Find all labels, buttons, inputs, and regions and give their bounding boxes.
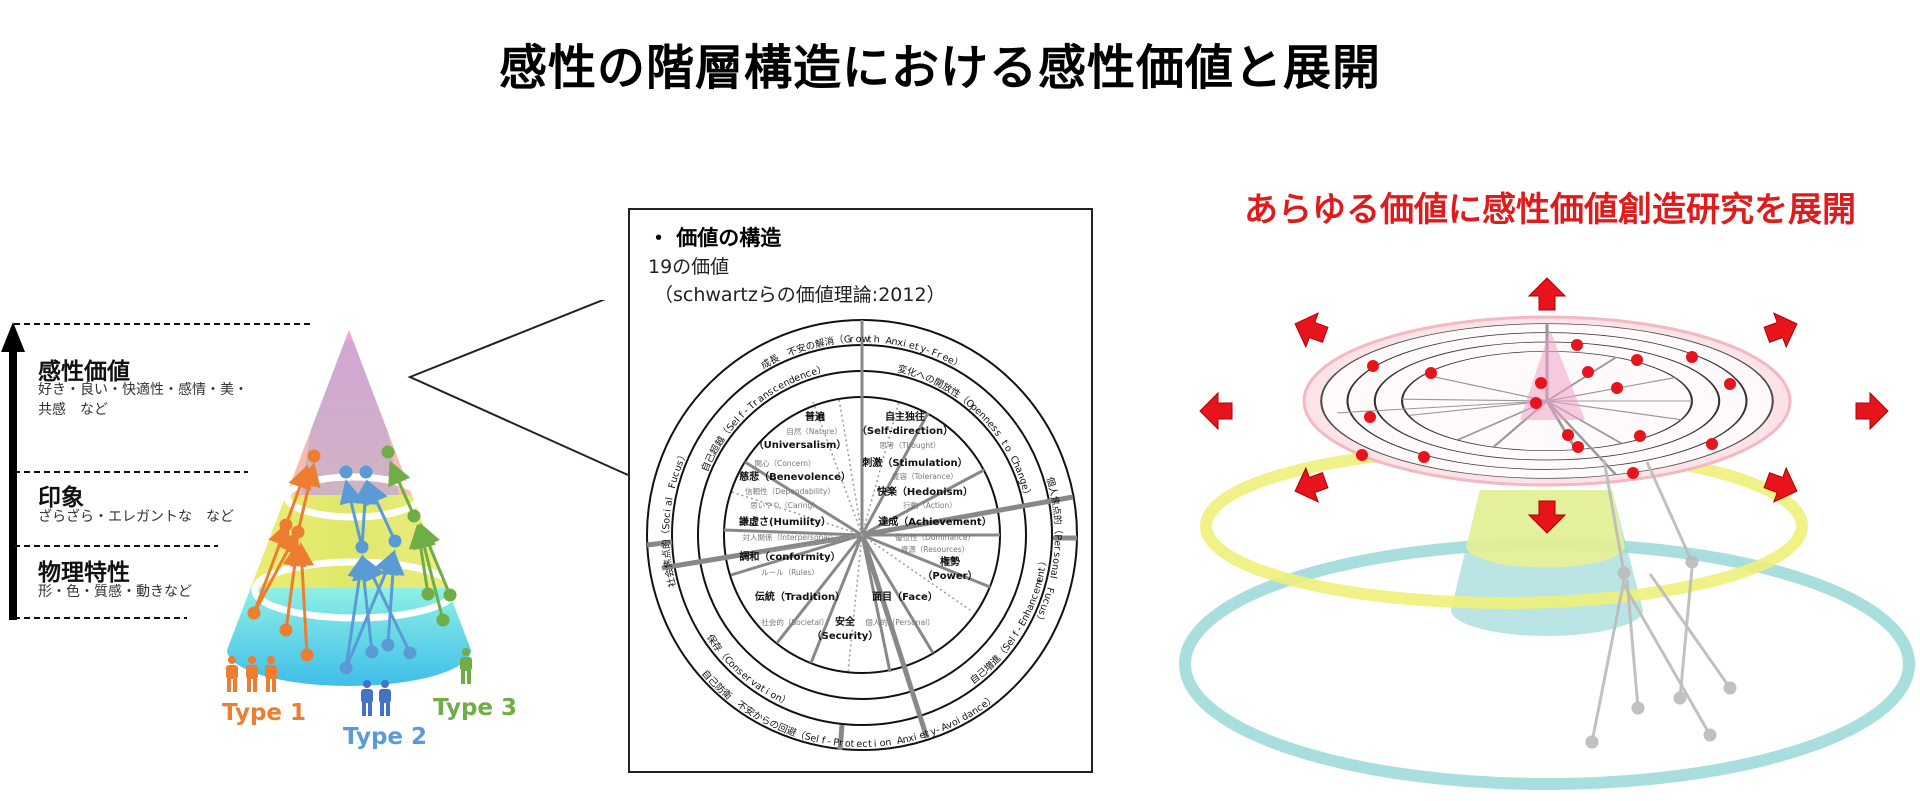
value-dots — [1356, 339, 1736, 479]
level-heading-impression: 印象 — [38, 485, 84, 511]
wheel-sub-dividers — [731, 398, 971, 674]
level-desc-line: 好き・良い・快適性・感情・美・ — [38, 382, 248, 398]
type2-people-icon — [361, 680, 391, 716]
interpersonal-label: 対人関係（Interpersonal） — [743, 532, 838, 542]
conservation-label: 保存（Conservation） — [704, 632, 792, 709]
arrow-down-icon — [1527, 500, 1567, 534]
universalism-en: （Universalism） — [754, 438, 847, 451]
level-desc-impression: ざらざら・エレガントな など — [38, 509, 234, 525]
wheel-spokes — [646, 320, 1077, 751]
middle-ring-labels: 自己超越（Self-Transcendence） 変化への開放性（Opennes… — [699, 363, 1050, 709]
arrow-up-icon — [1527, 277, 1567, 311]
gray-arrows — [1585, 459, 1737, 749]
concern-label: 関心（Concern） — [754, 459, 815, 468]
universalism-jp: 普遍 — [805, 410, 826, 423]
type1-people-icon — [226, 656, 277, 692]
type3-person-icon — [460, 648, 472, 684]
face-label: 面目（Face） — [872, 590, 938, 603]
expansion-title: あらゆる価値に感性価値創造研究を展開 — [1244, 190, 1856, 230]
type3-label: Type 3 — [433, 695, 518, 721]
arrow-upper-left-icon — [1294, 312, 1329, 349]
value-box-heading: ・ 価値の構造 — [648, 226, 782, 250]
hedonism-label: 快楽（Hedonism） — [876, 485, 973, 498]
level-desc-physical: 形・色・質感・動きなど — [38, 584, 192, 600]
conformity-label: 調和（conformity） — [739, 550, 840, 563]
page-title: 感性の階層構造における感性価値と展開 — [498, 40, 1381, 96]
rules-label: ルール（Rules） — [761, 568, 819, 577]
tolerance-label: 寛容（Tolerance） — [892, 471, 958, 481]
resources-label: 資源（Resources） — [901, 544, 969, 554]
achievement-label: 達成（Achievement） — [878, 515, 991, 528]
expansion-diagram — [1179, 277, 1915, 790]
value-box-line1: 19の価値 — [648, 256, 730, 278]
value-labels: 普遍 （Universalism） 自主独往 （Self-direction） … — [739, 410, 992, 642]
level-desc-sensibility-value: 好き・良い・快適性・感情・美・ 共感 など — [38, 380, 248, 420]
power-jp: 権勢 — [940, 555, 960, 568]
callout-pointer — [407, 300, 629, 476]
power-en: （Power） — [922, 569, 977, 582]
dependability-label: 信頼性（Dependability） — [745, 486, 835, 496]
action-label: 行動（Action） — [903, 500, 957, 510]
arrow-head-icon — [1, 322, 25, 352]
stimulation-label: 刺激（Stimulation） — [861, 456, 967, 469]
societal-label: 社会的（Societal） — [761, 617, 828, 627]
arrow-left-icon — [1199, 391, 1233, 431]
sub-value-labels: 寛容（Tolerance） 自然（Nature） 関心（Concern） 思考（… — [743, 426, 976, 627]
type3-arrows — [381, 445, 457, 627]
value-box-line2: （schwartzらの価値理論:2012） — [654, 284, 946, 306]
arrow-right-icon — [1855, 391, 1889, 431]
self-direction-en: （Self-direction） — [857, 424, 953, 437]
self-transcendence-label: 自己超越（Self-Transcendence） — [699, 363, 828, 474]
thought-label: 思考（Thought） — [879, 441, 940, 450]
level-heading-sensibility-value: 感性価値 — [38, 359, 130, 385]
expand-arrows — [1199, 277, 1889, 534]
personal-label: 個人的（Personal） — [865, 617, 934, 627]
type2-arrows — [339, 465, 417, 675]
tradition-label: 伝統（Tradition） — [755, 590, 845, 603]
security-jp: 安全 — [835, 615, 856, 628]
benevolence-label: 慈悲（Benevolence） — [739, 470, 851, 483]
arrow-lower-right-icon — [1763, 466, 1798, 503]
nature-label: 自然（Nature） — [786, 426, 841, 436]
dominance-label: 優位性（Dominance） — [895, 532, 975, 542]
self-direction-jp: 自主独往 — [885, 410, 925, 423]
type1-label: Type 1 — [222, 700, 307, 726]
level-dividers — [14, 323, 310, 619]
type1-arrows — [247, 449, 321, 662]
level-heading-physical: 物理特性 — [38, 560, 130, 586]
security-en: （Security） — [812, 629, 879, 642]
hierarchy-diagram — [1, 300, 629, 716]
caring-label: 思いやり（Caring） — [750, 501, 820, 510]
arrow-upper-right-icon — [1763, 312, 1798, 349]
type2-label: Type 2 — [343, 724, 428, 750]
arrow-lower-left-icon — [1294, 466, 1329, 503]
social-focus-label: 社会焦点的（Social Fucus） — [660, 449, 690, 589]
humility-label: 謙虚さ(Humility） — [739, 515, 831, 528]
level-desc-line: 共感 など — [38, 402, 108, 418]
